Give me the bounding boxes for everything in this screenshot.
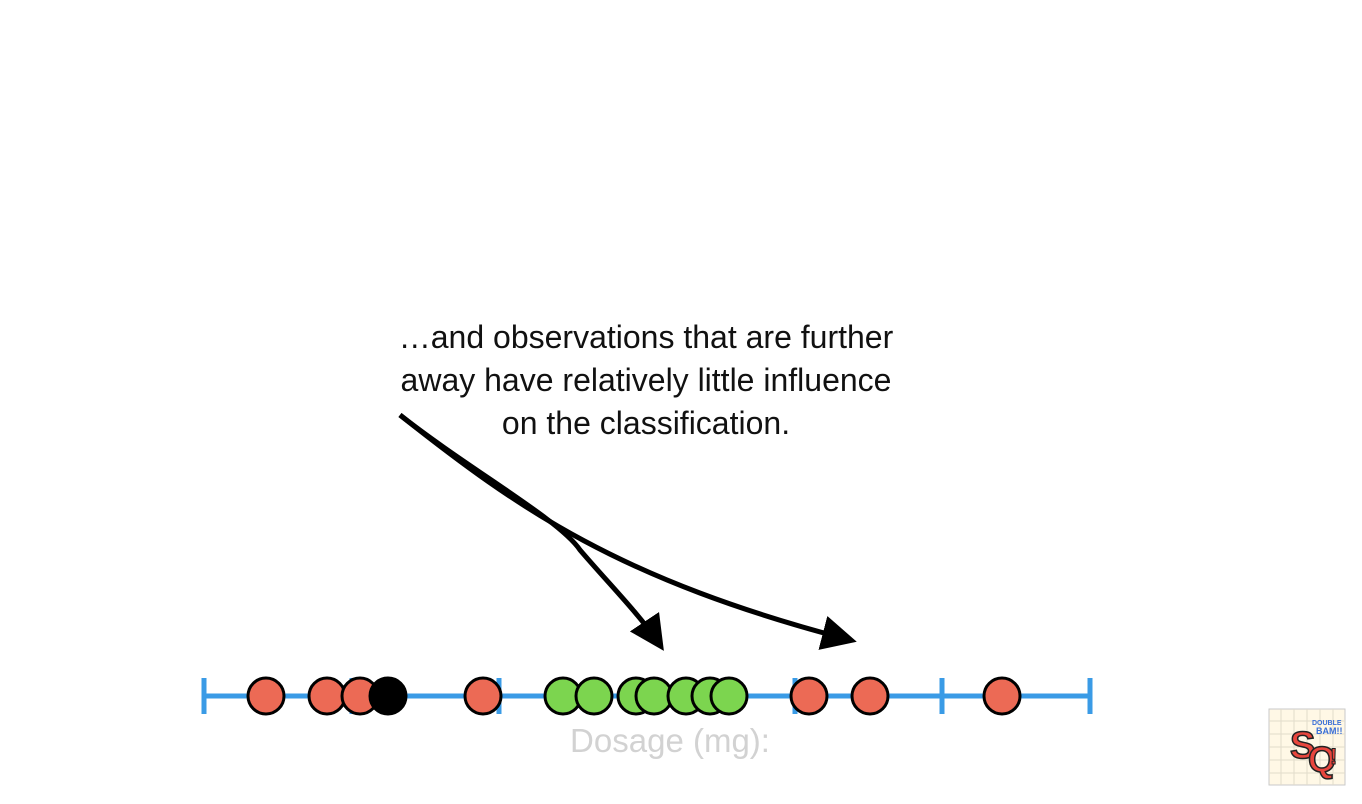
caption-line-3: on the classification.: [501, 405, 791, 441]
observation-green: [574, 676, 614, 716]
observation-red: [463, 676, 503, 716]
observation-red: [246, 676, 286, 716]
svg-text:BAM!!: BAM!!: [1316, 726, 1343, 736]
observation-red: [982, 676, 1022, 716]
svg-text:S: S: [1290, 725, 1315, 767]
caption: …and observations that are further away …: [296, 316, 996, 445]
statquest-logo: S Q ! DOUBLE BAM!!: [1268, 708, 1346, 786]
observations: [246, 676, 1022, 716]
axis-label: Dosage (mg):: [570, 722, 770, 759]
svg-text:!: !: [1330, 744, 1337, 769]
svg-text:DOUBLE: DOUBLE: [1312, 720, 1342, 727]
observation-red: [307, 676, 347, 716]
caption-line-1: …and observations that are further: [398, 319, 894, 355]
svg-text:Q: Q: [1308, 739, 1336, 780]
pointer-arrow-near: [398, 413, 664, 651]
pointer-arrow-far: [398, 413, 857, 650]
observation-red: [850, 676, 890, 716]
observation-red: [789, 676, 829, 716]
new-observation: [368, 676, 408, 716]
caption-line-2: away have relatively little influence: [400, 362, 892, 398]
observation-green: [709, 676, 749, 716]
